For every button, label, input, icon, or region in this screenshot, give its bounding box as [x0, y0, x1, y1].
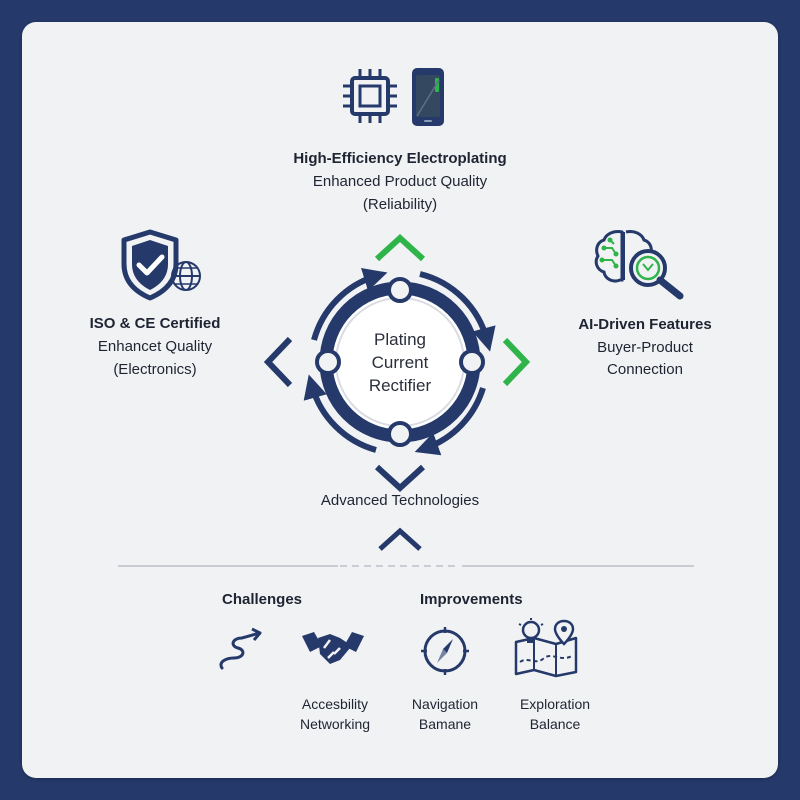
right-note: Connection: [607, 361, 683, 378]
cycle-arrow-bottom-left: [303, 374, 377, 453]
map-lightbulb-icon: [514, 618, 578, 678]
hub-node-left: [315, 349, 341, 375]
chevron-up-green-icon: [374, 233, 426, 262]
left-title: ISO & CE Certified: [50, 313, 260, 335]
smartphone-icon: [412, 68, 444, 126]
bottom-label: Advanced Technologies: [320, 492, 480, 509]
shield-check-icon: [121, 229, 179, 301]
hub-node-bottom: [387, 421, 413, 447]
right-title-text: AI-Driven Features: [578, 316, 712, 333]
hub-label-line2: Current: [371, 353, 429, 372]
chevron-left-icon: [263, 336, 293, 388]
cycle-arrow-top-left: [311, 268, 388, 341]
hub-node-right: [459, 349, 485, 375]
right-title: AI-Driven Features: [540, 314, 750, 336]
left-title-text: ISO & CE Certified: [89, 315, 221, 332]
cycle-arrow-bottom-right: [414, 387, 486, 456]
caption-networking-line2: Networking: [299, 716, 371, 732]
caption-networking: Accesbility Networking: [270, 694, 400, 734]
improvements-heading: Improvements: [420, 591, 523, 608]
magnifier-icon: [629, 249, 684, 300]
caption-networking-line1: Accesbility: [301, 696, 369, 712]
left-note: (Electronics): [113, 361, 197, 378]
left-subtitle: Enhancet Quality: [97, 338, 213, 355]
caption-exploration-line1: Exploration: [519, 696, 591, 712]
winding-path-icon: [219, 627, 262, 670]
cycle-arrow-top-right: [419, 271, 496, 352]
top-title: High-Efficiency Electroplating: [293, 150, 507, 167]
right-subtitle: Buyer-Product: [597, 339, 693, 356]
hub-label-line1: Plating: [374, 330, 426, 349]
challenges-heading: Challenges: [222, 591, 303, 608]
caption-exploration-line2: Balance: [529, 716, 581, 732]
top-subtitle: Enhanced Product Quality: [312, 173, 488, 190]
compass-icon: [421, 627, 469, 675]
hub-node-top: [387, 277, 413, 303]
caption-navigation: Navigation Bamane: [380, 694, 510, 734]
hub-label: Plating Current Rectifier: [340, 328, 460, 397]
top-note: (Reliability): [362, 196, 438, 213]
caption-exploration: Exploration Balance: [490, 694, 620, 734]
chip-icon: [343, 69, 397, 123]
hub-label-line3: Rectifier: [368, 376, 432, 395]
caption-navigation-line1: Navigation: [411, 696, 479, 712]
chevron-right-green-icon: [502, 337, 531, 387]
chevron-down-icon: [374, 464, 426, 493]
caption-navigation-line2: Bamane: [418, 716, 472, 732]
chevron-up-icon: [378, 527, 422, 551]
globe-icon: [171, 261, 201, 291]
handshake-icon: [302, 632, 364, 664]
